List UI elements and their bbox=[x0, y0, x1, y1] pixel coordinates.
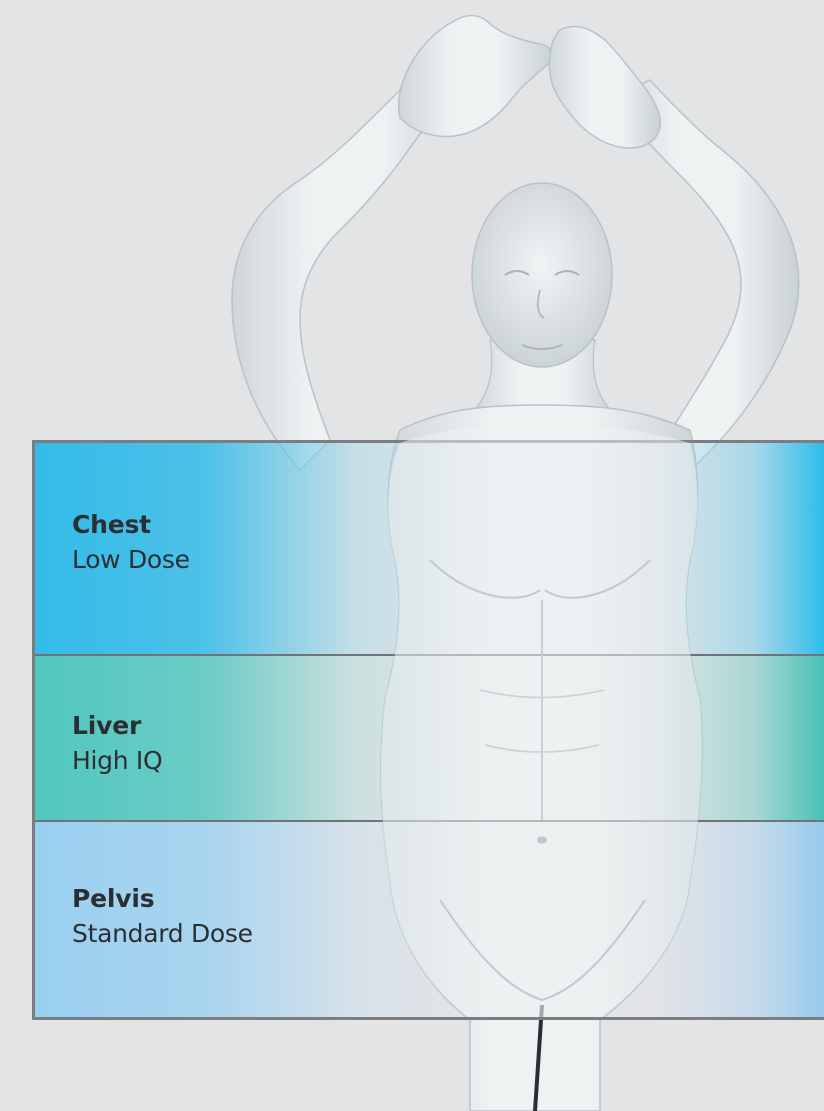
zone-name: Pelvis bbox=[72, 883, 253, 914]
left-hand bbox=[399, 16, 552, 137]
zone-name: Liver bbox=[72, 710, 162, 741]
zone-chest: Chest Low Dose bbox=[35, 443, 824, 654]
zone-liver-label: Liver High IQ bbox=[72, 710, 162, 777]
head bbox=[472, 183, 612, 367]
zone-description: Low Dose bbox=[72, 544, 190, 575]
zone-name: Chest bbox=[72, 509, 190, 540]
zone-pelvis-label: Pelvis Standard Dose bbox=[72, 883, 253, 950]
dose-zone-frame: Chest Low Dose Liver High IQ Pelvis Stan… bbox=[32, 440, 824, 1020]
zone-liver: Liver High IQ bbox=[35, 654, 824, 820]
zone-pelvis: Pelvis Standard Dose bbox=[35, 820, 824, 1020]
right-hand bbox=[549, 26, 660, 148]
zone-description: High IQ bbox=[72, 745, 162, 776]
zone-chest-label: Chest Low Dose bbox=[72, 509, 190, 576]
zone-description: Standard Dose bbox=[72, 918, 253, 949]
